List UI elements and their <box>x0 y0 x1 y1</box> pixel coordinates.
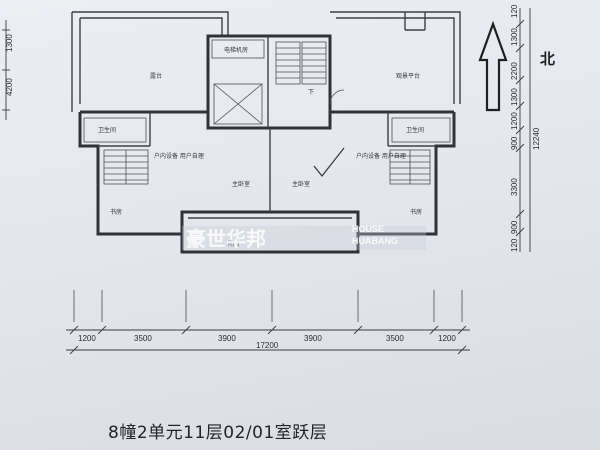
dim-bottom-3: 3900 <box>218 334 236 343</box>
study-right-label: 书房 <box>410 208 422 216</box>
dim-right-7: 900 <box>510 220 519 234</box>
bath-left: 卫生间 <box>83 117 147 143</box>
dim-right-top: 120 <box>510 4 519 18</box>
bath-left-label: 卫生间 <box>98 126 116 134</box>
door-swing-core <box>329 89 345 105</box>
watermark: 豪世华邦 HOUSE HUABANG <box>182 224 426 251</box>
north-label: 北 <box>540 50 555 68</box>
ac-left-label: 户内设备 用户自理 <box>154 152 204 160</box>
dim-bottom-2: 3500 <box>134 334 152 343</box>
dim-bottom-6: 1200 <box>438 334 456 343</box>
north-arrow-icon <box>478 20 508 112</box>
left-dim-1: 1300 <box>5 34 14 52</box>
inner-stair-right <box>389 149 431 185</box>
watermark-main: 豪世华邦 <box>186 227 266 251</box>
checkmark-icon <box>313 147 345 178</box>
central-stair: 下 <box>275 41 327 96</box>
plan-caption: 8幢2单元11层02/01室跃层 <box>108 423 328 443</box>
dim-right-2: 2200 <box>510 62 519 80</box>
bath-right-label: 卫生间 <box>406 126 424 134</box>
dim-right-total: 12240 <box>532 127 541 150</box>
terrace-left-label: 露台 <box>150 72 162 80</box>
stair-core: 电梯机房 下 <box>206 34 345 130</box>
left-dimension-strip: 1300 4200 <box>2 20 14 120</box>
main-walls <box>78 110 456 254</box>
outer-boundary <box>71 11 461 112</box>
dim-right-8: 120 <box>510 238 519 252</box>
bedroom-left-label: 主卧室 <box>232 180 250 188</box>
watermark-en2: HUABANG <box>352 236 398 246</box>
bedroom-right-label: 主卧室 <box>292 180 310 188</box>
balcony-label: 阳台 <box>228 240 240 248</box>
dimension-chain-right: 1300 2200 1300 1200 900 3300 900 120 122… <box>510 4 541 252</box>
terrace-right-label: 观景平台 <box>396 72 420 80</box>
dim-right-1: 1300 <box>510 28 519 46</box>
dim-bottom-1: 1200 <box>78 334 96 343</box>
dim-right-6: 3300 <box>510 178 519 196</box>
inner-stair-left <box>103 149 149 185</box>
equipment-room-label: 电梯机房 <box>224 46 248 54</box>
dim-right-4: 1200 <box>510 112 519 130</box>
watermark-en: HOUSE <box>352 224 384 234</box>
ac-right-label: 户内设备 用户自理 <box>356 152 406 160</box>
dim-bottom-4: 3900 <box>304 334 322 343</box>
left-dim-2: 4200 <box>5 78 14 96</box>
dim-bottom-5: 3500 <box>386 334 404 343</box>
dim-right-5: 900 <box>510 136 519 150</box>
bath-right: 卫生间 <box>391 117 451 143</box>
grid-ticks <box>73 290 463 322</box>
down-mark-core: 下 <box>308 89 314 96</box>
dim-right-3: 1300 <box>510 88 519 106</box>
dim-bottom-total: 17200 <box>256 341 279 350</box>
study-left-label: 书房 <box>110 208 122 216</box>
dimension-chain-bottom: 1200 3500 3900 3900 3500 1200 17200 <box>66 325 470 355</box>
